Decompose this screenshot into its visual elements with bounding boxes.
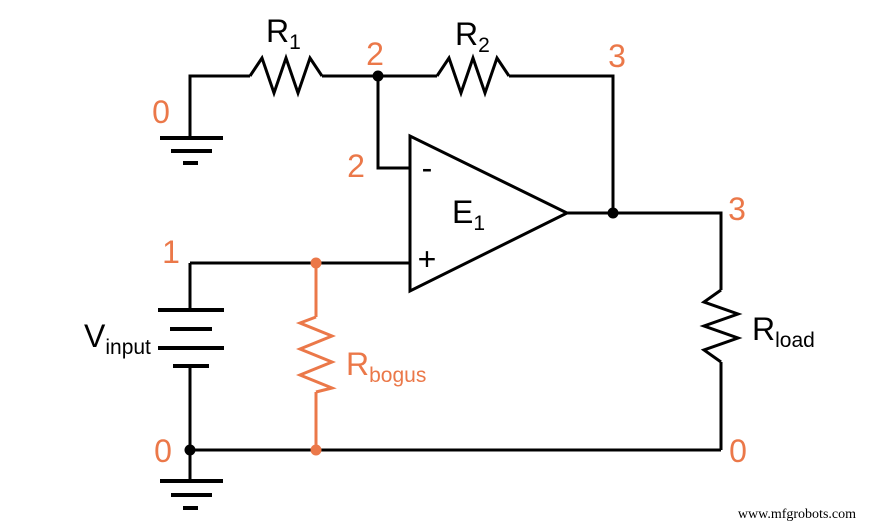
node-label-0-bottom-left: 0 bbox=[154, 433, 172, 469]
label-vinput-sub: input bbox=[105, 336, 151, 359]
resistor-r1 bbox=[248, 53, 324, 98]
junction-dot-node2 bbox=[372, 70, 384, 82]
label-vinput-main: V bbox=[84, 318, 106, 354]
label-r2-sub: 2 bbox=[478, 34, 490, 57]
label-rload: Rload bbox=[752, 311, 815, 352]
node-label-0-top-left: 0 bbox=[152, 94, 170, 130]
junction-dot-rbogus-bottom bbox=[310, 444, 322, 456]
node-label-1-input: 1 bbox=[162, 234, 180, 270]
label-r1-sub: 1 bbox=[289, 31, 301, 54]
node-label-2-top: 2 bbox=[366, 36, 384, 72]
wire-ground-to-r1 bbox=[188, 74, 250, 137]
label-vinput: Vinput bbox=[84, 318, 151, 359]
label-rload-sub: load bbox=[775, 329, 815, 352]
label-rbogus-sub: bogus bbox=[369, 364, 426, 387]
watermark-text: www.mfgrobots.com bbox=[738, 507, 856, 522]
label-rbogus: Rbogus bbox=[346, 346, 426, 387]
label-rbogus-main: R bbox=[346, 346, 369, 382]
label-r1-main: R bbox=[266, 13, 289, 49]
resistor-rload bbox=[699, 288, 743, 364]
label-e1-sub: 1 bbox=[473, 212, 485, 235]
label-r2-main: R bbox=[455, 16, 478, 52]
opamp-inverting-mark: - bbox=[422, 150, 433, 186]
node-label-2-inverting: 2 bbox=[347, 148, 365, 184]
node-label-0-bottom-right: 0 bbox=[729, 433, 747, 469]
resistor-rbogus bbox=[295, 315, 337, 394]
label-r1: R1 bbox=[266, 13, 301, 54]
ground-icon-top-left bbox=[160, 136, 223, 165]
wire-r2-to-output bbox=[509, 74, 615, 213]
wire-feedback-to-inverting-input bbox=[376, 76, 410, 170]
wire-output-to-rload bbox=[567, 211, 723, 290]
node-label-3-top: 3 bbox=[608, 38, 626, 74]
battery-vinput-icon bbox=[158, 308, 224, 368]
junction-dot-rbogus-top bbox=[310, 257, 322, 269]
label-e1-main: E bbox=[452, 194, 473, 230]
junction-dot-output bbox=[607, 207, 619, 219]
label-opamp-e1: E1 bbox=[452, 194, 485, 235]
ground-icon-bottom-left bbox=[160, 450, 223, 510]
rbogus-branch bbox=[295, 257, 337, 456]
label-r2: R2 bbox=[455, 16, 490, 57]
opamp-noninverting-mark: + bbox=[418, 241, 437, 277]
junction-dot-node0 bbox=[184, 444, 196, 456]
opamp-triangle bbox=[408, 133, 571, 294]
resistor-r2 bbox=[435, 53, 511, 98]
label-rload-main: R bbox=[752, 311, 775, 347]
node-label-3-output: 3 bbox=[728, 191, 746, 227]
